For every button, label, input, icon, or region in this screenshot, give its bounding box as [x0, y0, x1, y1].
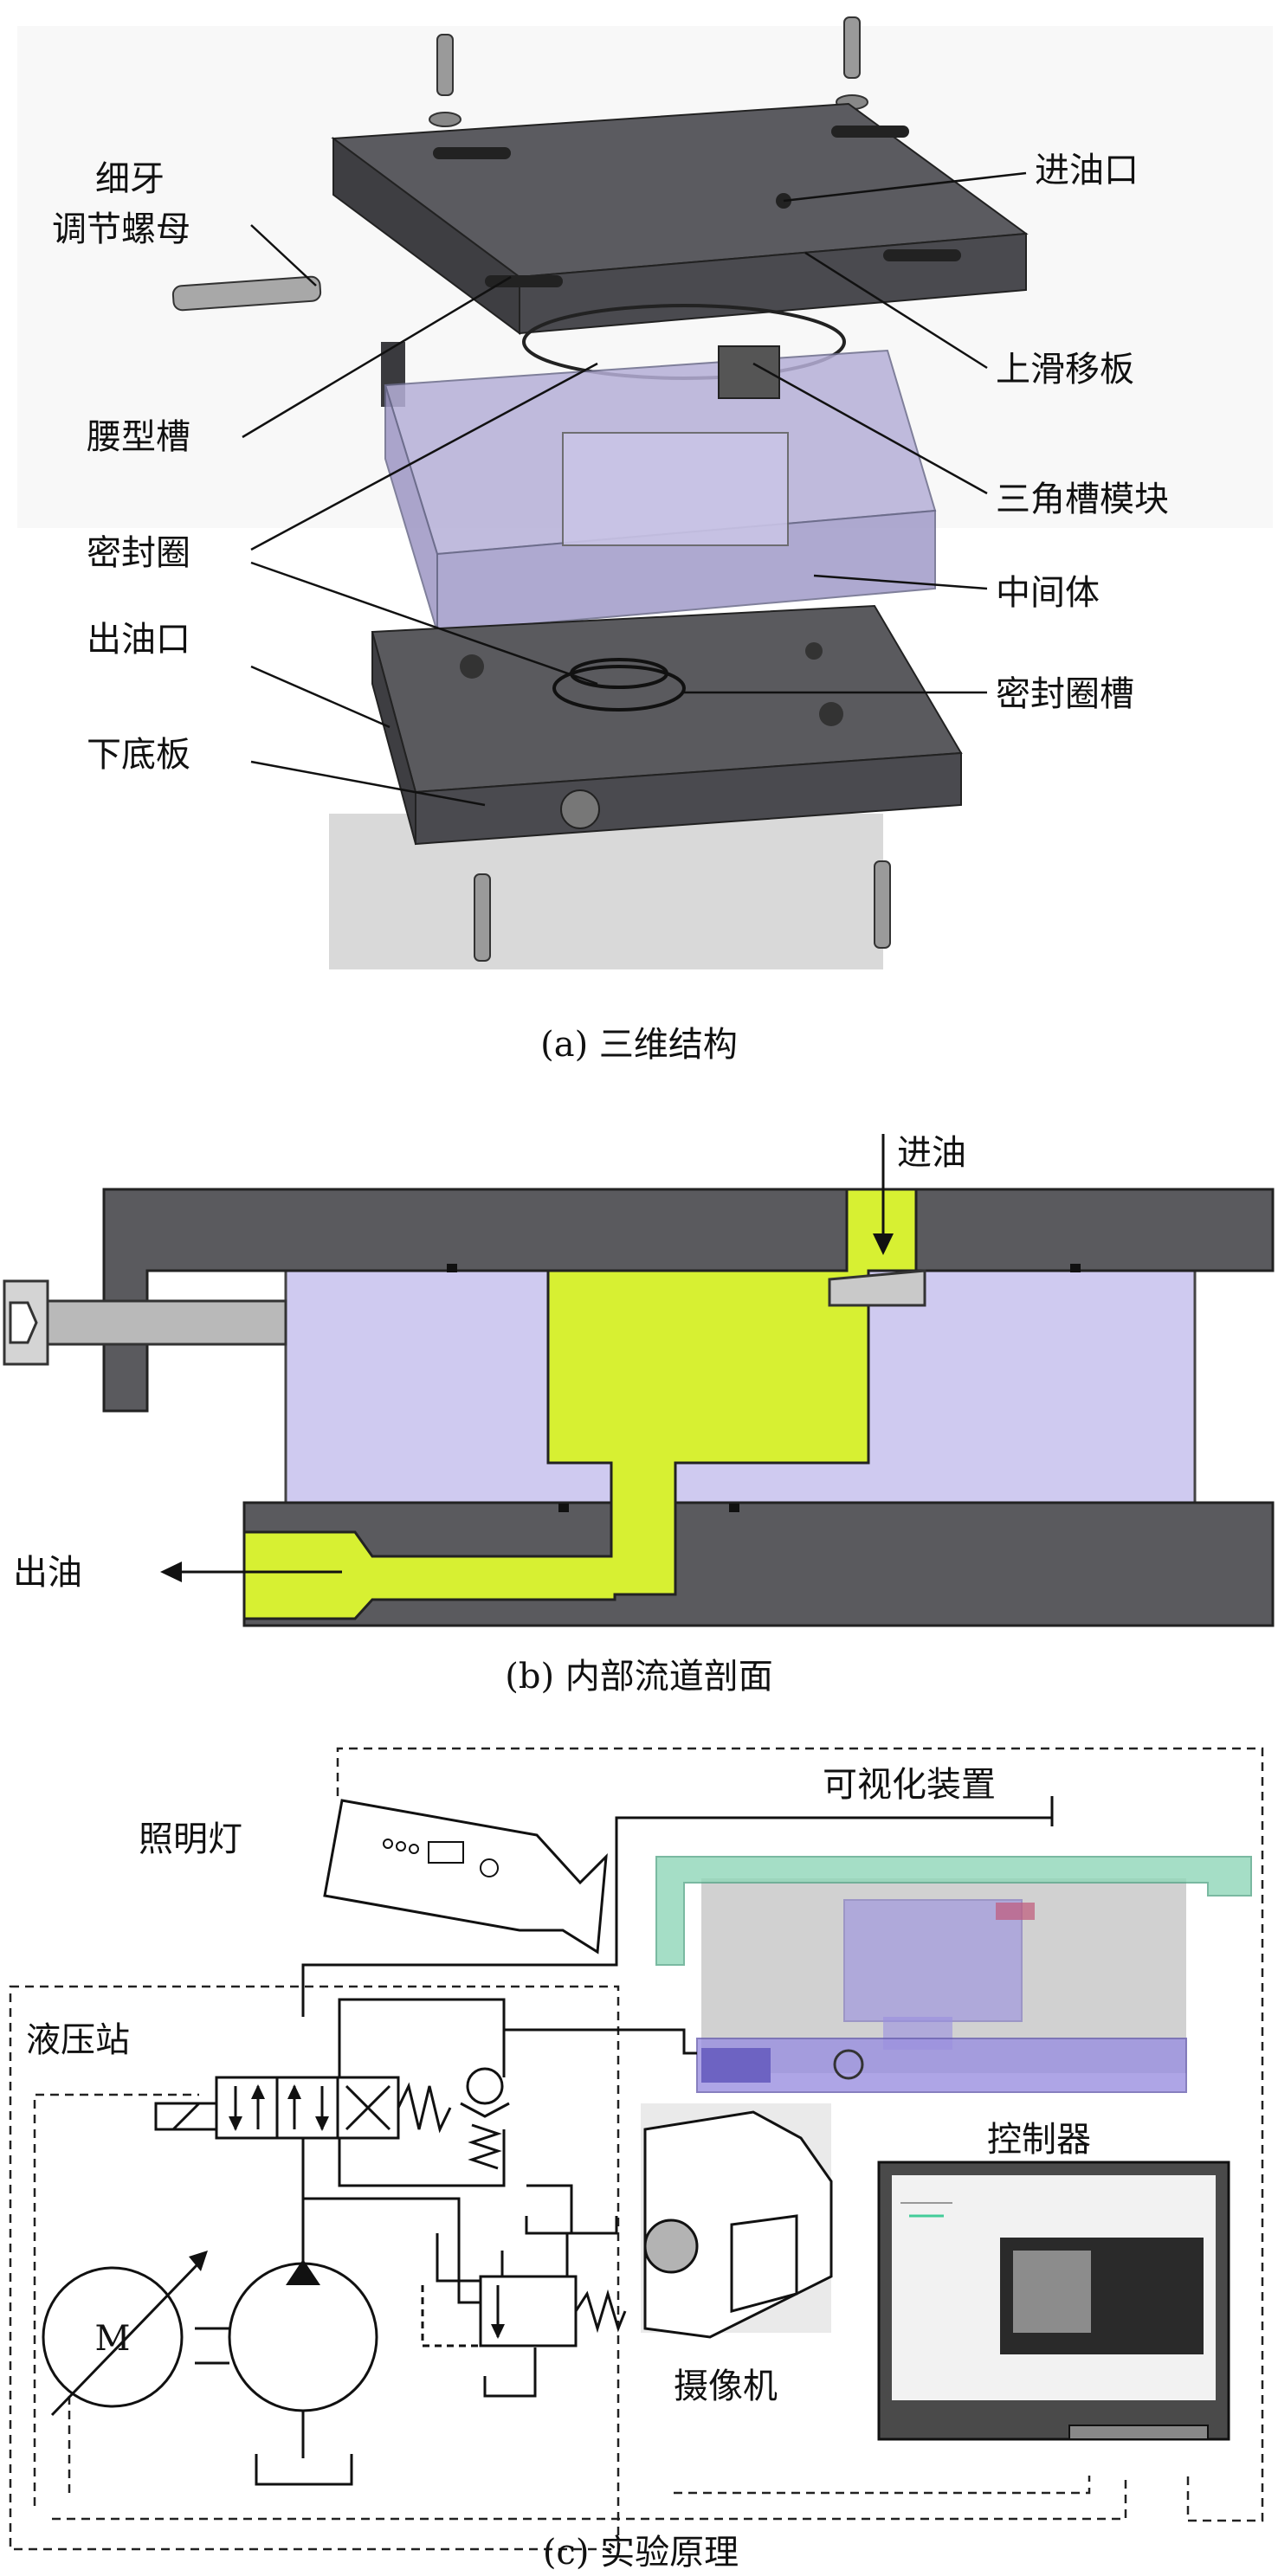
label-oil-inlet: 进油口 — [1035, 151, 1139, 190]
label-fine-nut-2: 调节螺母 — [52, 209, 190, 249]
top-screw-left — [429, 34, 462, 127]
section-triangle-module — [828, 1269, 926, 1307]
upper-slide-plate — [331, 102, 1029, 407]
middle-body — [384, 345, 937, 634]
leader-lines-a — [242, 171, 1027, 807]
label-hydraulic-station: 液压站 — [26, 2020, 130, 2060]
label-fine-nut-1: 细牙 — [95, 159, 165, 199]
dash-lamp-loop — [336, 1747, 1264, 2522]
label-middle-body: 中间体 — [996, 573, 1100, 613]
section-oil-channel — [242, 1188, 918, 1620]
label-seal-groove: 密封圈槽 — [996, 674, 1134, 714]
label-lamp: 照明灯 — [139, 1819, 242, 1859]
panel-c-principle: 照明灯 可视化装置 — [9, 1747, 1264, 2573]
panel-a-3d-structure: 细牙 调节螺母 腰型槽 密封圈 出油口 下底板 进油口 上滑移板 三角槽模块 中… — [17, 16, 1273, 1065]
label-oil-in: 进油 — [897, 1133, 966, 1173]
section-screw-shaft — [46, 1299, 287, 1346]
fine-adjust-screw — [171, 275, 322, 312]
lamp-illustration — [323, 1799, 608, 1955]
hydraulic-station-frame — [9, 1985, 620, 2551]
bottom-plate — [371, 604, 963, 846]
controller-monitor — [877, 2161, 1230, 2441]
caption-a: (a) 三维结构 — [540, 1025, 738, 1065]
motor-pump: M — [42, 2251, 378, 2417]
label-triangle-module: 三角槽模块 — [996, 480, 1169, 519]
label-camera: 摄像机 — [674, 2367, 778, 2406]
label-waist-slot: 腰型槽 — [87, 417, 190, 457]
visualizer-device — [655, 1856, 1252, 2093]
label-bottom-plate: 下底板 — [87, 735, 190, 775]
label-oil-out: 出油 — [13, 1553, 82, 1593]
section-top-plate — [102, 1188, 1275, 1413]
label-controller: 控制器 — [987, 2120, 1091, 2160]
shadow — [329, 814, 883, 969]
label-upper-slide-plate: 上滑移板 — [996, 350, 1134, 390]
camera-illustration — [641, 2103, 833, 2339]
caption-c: (c) 实验原理 — [543, 2533, 739, 2573]
label-visualizer: 可视化装置 — [823, 1765, 996, 1805]
directional-valve — [154, 2076, 452, 2140]
caption-b: (b) 内部流道剖面 — [505, 1657, 773, 1697]
label-seal-ring: 密封圈 — [87, 533, 190, 573]
check-valve — [460, 2067, 510, 2170]
label-oil-outlet: 出油口 — [87, 620, 190, 660]
relief-valve — [421, 2275, 627, 2347]
panel-b-cross-section: 进油 出油 (b) 内部流道剖面 — [3, 1133, 1275, 1697]
